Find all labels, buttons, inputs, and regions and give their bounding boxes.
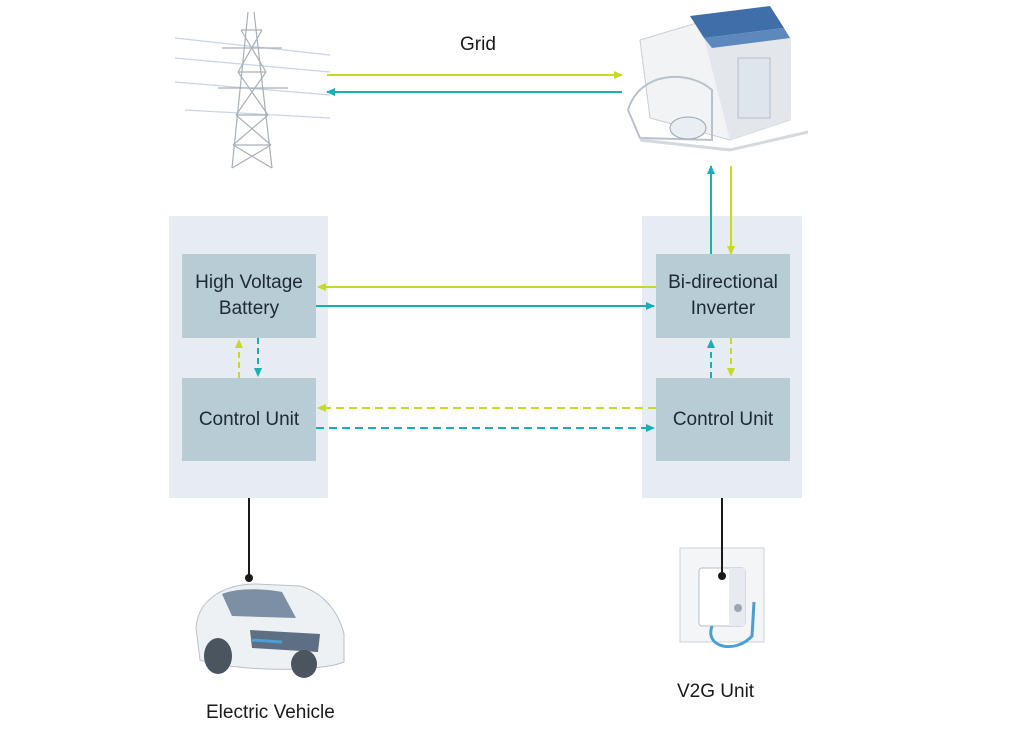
- wall-charger-icon: [679, 547, 765, 648]
- v2g-connector-dot: [718, 572, 726, 580]
- transmission-tower-icon: [174, 11, 331, 169]
- bidirectional-inverter-box: Bi-directional Inverter: [656, 254, 790, 338]
- electric-vehicle-label: Electric Vehicle: [206, 702, 335, 723]
- grid-label: Grid: [460, 34, 496, 55]
- ev-control-unit-box: Control Unit: [182, 378, 316, 461]
- ev-connector-dot: [245, 574, 253, 582]
- solar-house-icon: [626, 6, 809, 152]
- high-voltage-battery-box: High Voltage Battery: [182, 254, 316, 338]
- v2g-unit-label: V2G Unit: [677, 681, 755, 702]
- car-icon: [195, 583, 345, 678]
- v2g-control-unit-box: Control Unit: [656, 378, 790, 461]
